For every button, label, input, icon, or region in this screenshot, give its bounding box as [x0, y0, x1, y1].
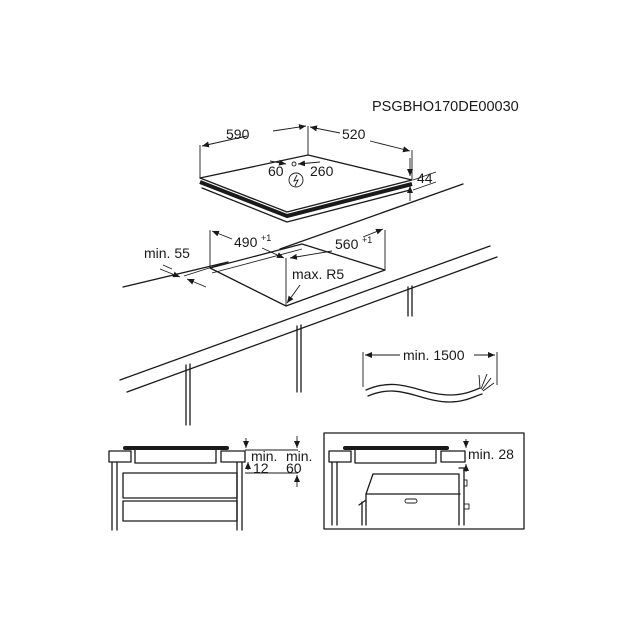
- section-oven-drawing: [323, 432, 525, 530]
- cutout-depth-tolerance: +1: [362, 235, 372, 245]
- cutout-width-tolerance: +1: [261, 233, 271, 243]
- drawer-clearance-label-top: min.: [286, 448, 312, 464]
- cable-offset-right-label: 260: [310, 163, 334, 179]
- corner-radius-label: max. R5: [292, 266, 344, 282]
- edge-distance-label: min. 55: [144, 245, 190, 261]
- drawer-gap-value: 12: [253, 460, 269, 476]
- document-code: PSGBHO170DE00030: [372, 99, 519, 115]
- cutout-width-label: 490: [234, 234, 258, 250]
- cable-offset-left-label: 60: [268, 163, 284, 179]
- section-drawer-drawing: [108, 436, 300, 531]
- drawer-clearance-value: 60: [286, 460, 302, 476]
- oven-clearance-label: min. 28: [468, 446, 514, 462]
- hob-depth-label: 520: [342, 126, 366, 142]
- hob-height-label: 44: [417, 170, 433, 186]
- worktop-drawing: [119, 183, 498, 426]
- drawer-gap-label-top: min.: [251, 448, 277, 464]
- cable-drawing: [362, 352, 498, 403]
- hob-width-label: 590: [226, 126, 250, 142]
- cutout-depth-label: 560: [335, 236, 359, 252]
- cable-length-label: min. 1500: [403, 347, 465, 363]
- power-connection-icon: [288, 172, 304, 188]
- hob-drawing: [199, 124, 437, 223]
